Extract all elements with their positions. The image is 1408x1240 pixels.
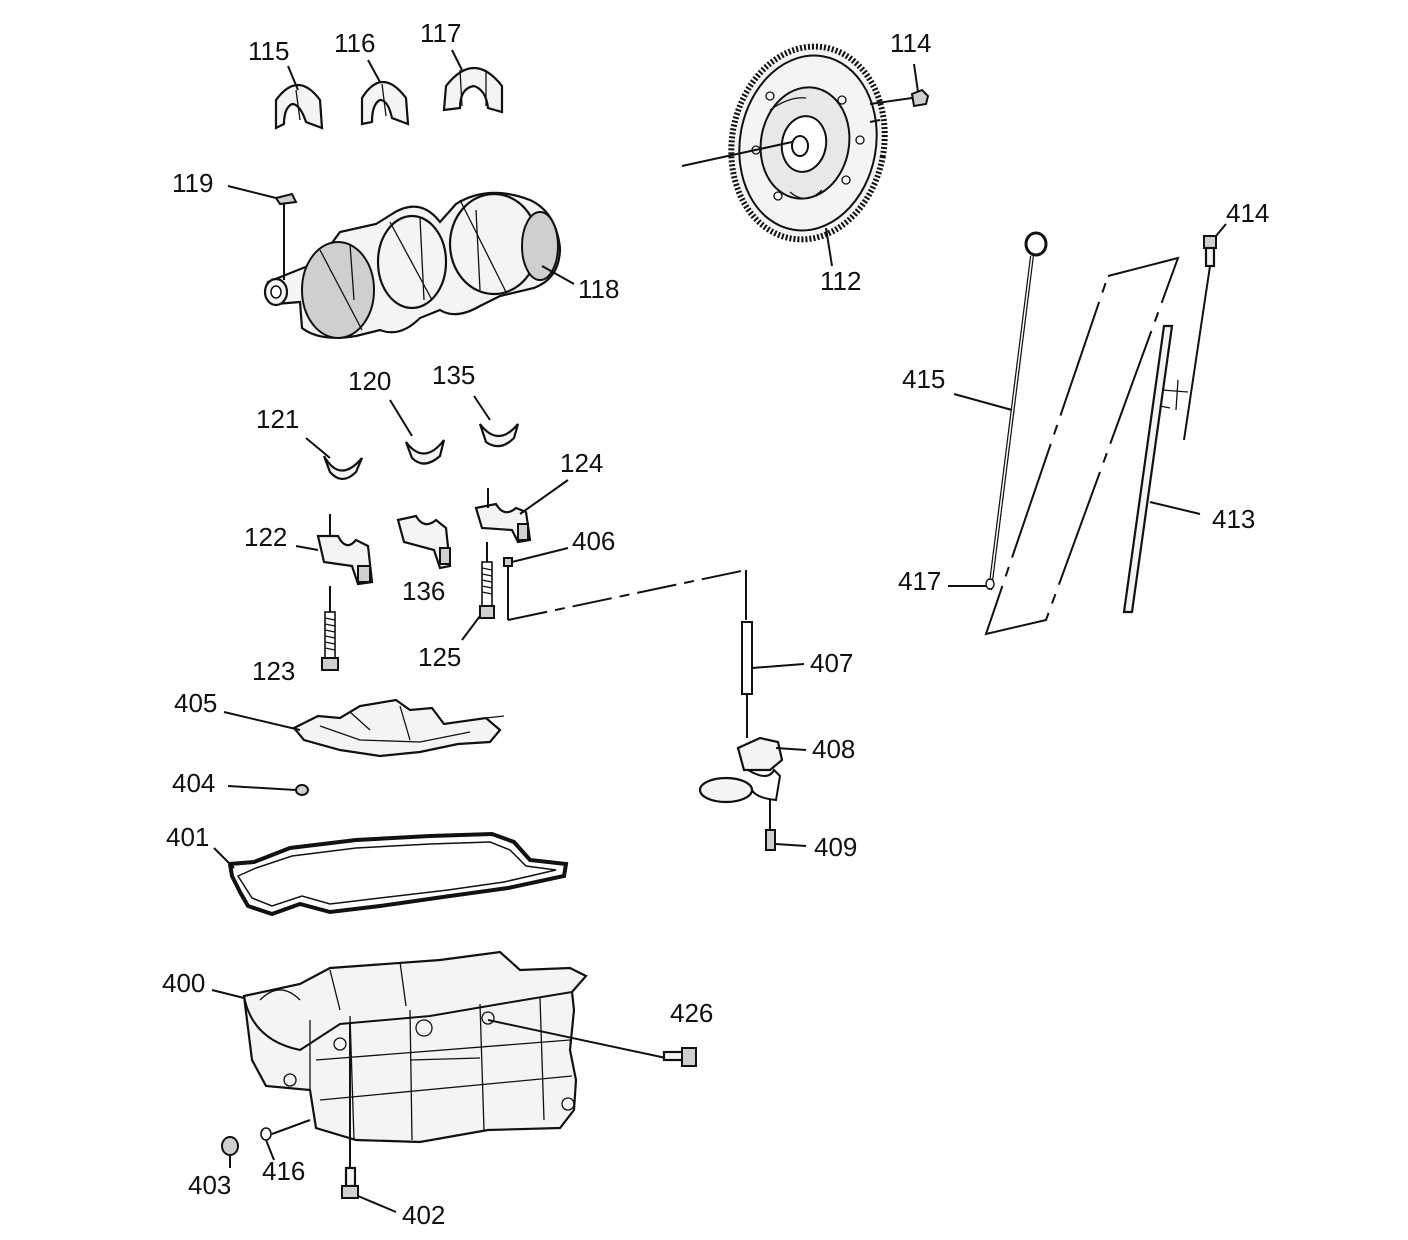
callout-114: 114: [890, 28, 931, 58]
oil-pan-gasket-401: [227, 831, 569, 917]
callout-408: 408: [812, 734, 855, 764]
oil-pan-bolt-402: [341, 1022, 359, 1199]
callout-116: 116: [334, 28, 375, 58]
callout-407: 407: [810, 648, 853, 678]
callout-400: 400: [162, 968, 205, 998]
callout-117: 117: [420, 18, 461, 48]
callout-409: 409: [814, 832, 857, 862]
callout-118: 118: [578, 274, 619, 304]
dipstick-tube-bolt-414: [1183, 235, 1217, 441]
main-cap-122: [316, 514, 374, 586]
callout-406: 406: [572, 526, 615, 556]
drain-washer-416: [260, 1127, 272, 1141]
main-cap-136: [396, 514, 452, 570]
dipstick-tube-413: [1122, 324, 1189, 614]
deflector-nut-404: [295, 784, 309, 796]
callout-415: 415: [902, 364, 945, 394]
callout-413: 413: [1212, 504, 1255, 534]
leader-lines: [211, 49, 1227, 1213]
dipstick-o-ring-417: [985, 578, 995, 590]
callout-403: 403: [188, 1170, 231, 1200]
crankshaft-key-119: [274, 192, 298, 280]
drain-plug-403: [221, 1136, 239, 1156]
oil-pump-bolt-409: [765, 800, 776, 851]
callout-124: 124: [560, 448, 603, 478]
oil-deflector-405: [292, 698, 505, 758]
lower-bearing-121: [322, 455, 364, 481]
dowel-406: [503, 557, 747, 621]
main-cap-bolt-125: [479, 542, 495, 619]
main-cap-124: [474, 488, 532, 544]
callout-404: 404: [172, 768, 215, 798]
oil-pan-400: [242, 950, 588, 1144]
callout-112: 112: [820, 266, 861, 296]
callout-414: 414: [1226, 198, 1269, 228]
crankshaft-118: [263, 191, 562, 339]
callout-120: 120: [348, 366, 391, 396]
lower-bearing-120: [404, 439, 446, 465]
flywheel-bolt-114: [910, 88, 930, 108]
callout-labels: 115 116 117 114 119 118 112 414 415 120 …: [162, 18, 1269, 1230]
callout-115: 115: [248, 36, 289, 66]
callout-135: 135: [432, 360, 475, 390]
callout-119: 119: [172, 168, 213, 198]
upper-bearing-116: [360, 81, 410, 126]
lower-bearing-135: [478, 423, 520, 448]
upper-bearing-117: [442, 67, 504, 114]
callout-122: 122: [244, 522, 287, 552]
flywheel-112: [728, 43, 888, 243]
callout-125: 125: [418, 642, 461, 672]
oil-pan-bolt-426: [487, 1019, 697, 1067]
callout-402: 402: [402, 1200, 445, 1230]
callout-121: 121: [256, 404, 299, 434]
callout-417: 417: [898, 566, 941, 596]
dipstick-415: [988, 231, 1048, 591]
callout-405: 405: [174, 688, 217, 718]
callout-136: 136: [402, 576, 445, 606]
upper-bearing-115: [274, 84, 324, 130]
main-cap-bolt-123: [321, 586, 339, 671]
callout-416: 416: [262, 1156, 305, 1186]
dipstick-guide-outline: [984, 256, 1180, 636]
callout-123: 123: [252, 656, 295, 686]
callout-426: 426: [670, 998, 713, 1028]
oil-pickup-tube-407: [741, 621, 753, 738]
oil-pump-screen-408: [698, 736, 784, 804]
callout-401: 401: [166, 822, 209, 852]
